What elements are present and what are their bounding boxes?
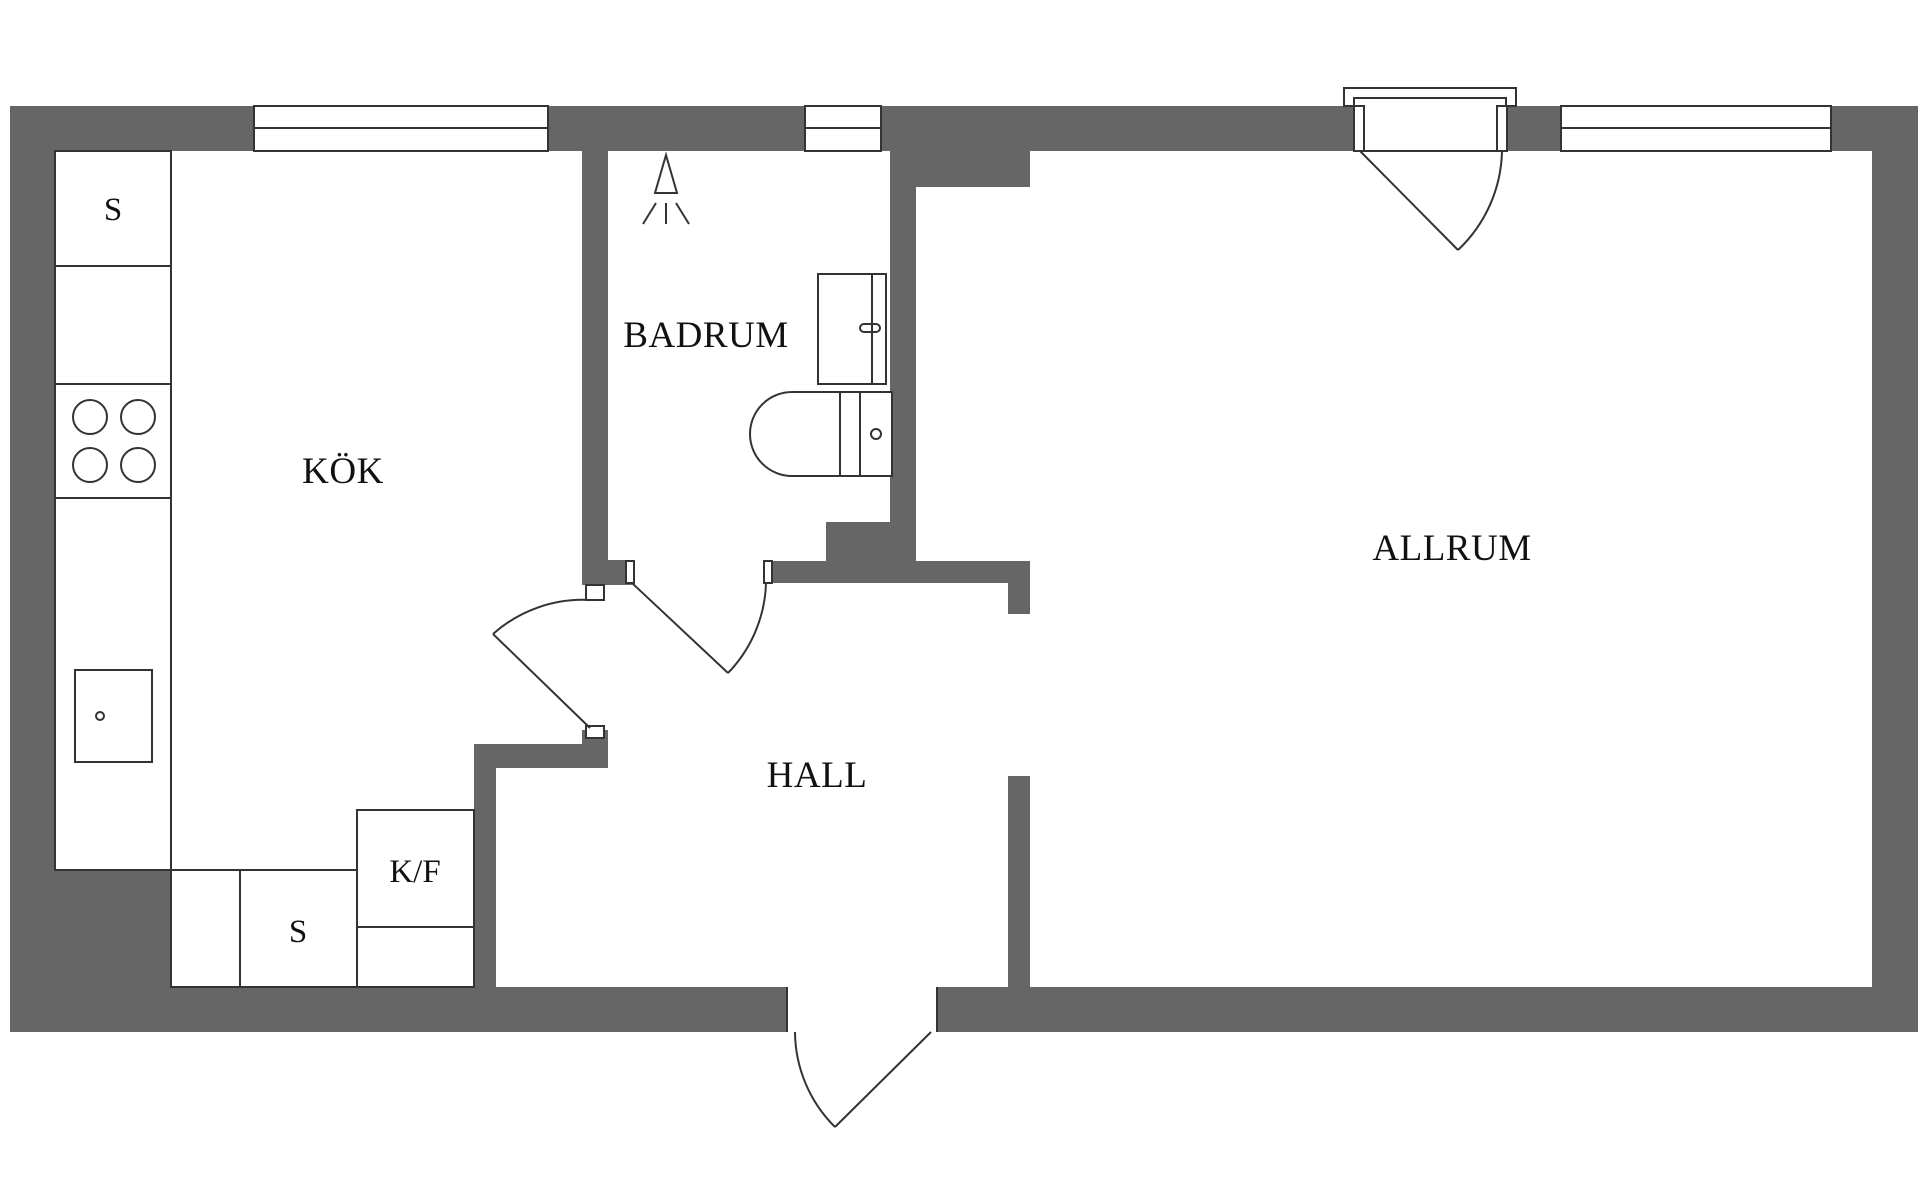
labels: KÖK BADRUM ALLRUM HALL S S K/F	[104, 192, 1531, 950]
bathroom-fixtures	[642, 151, 893, 477]
room-label-hall: HALL	[767, 755, 868, 796]
wall-kitchen-bath	[582, 151, 608, 585]
door-bathroom	[625, 560, 773, 674]
room-label-kitchen: KÖK	[302, 451, 384, 492]
outer-wall-right	[1872, 106, 1918, 1032]
stove-icon	[72, 399, 156, 483]
window-living	[1560, 105, 1832, 152]
kitchen-sink-icon	[74, 669, 153, 763]
wall-kitchen-bath-stub	[582, 560, 632, 585]
window-kitchen	[253, 105, 549, 152]
fixture-label-cabinet-bottom: S	[289, 914, 307, 950]
toilet-icon	[749, 391, 893, 477]
wall-top-block	[890, 151, 1030, 187]
wall-kitchen-hall-horizontal	[474, 744, 608, 768]
wall-hall-living-upper	[1008, 561, 1030, 614]
door-entry	[794, 1031, 932, 1128]
doors	[492, 105, 1508, 1128]
washbasin-icon	[817, 273, 887, 385]
wall-hall-living-lower	[1008, 776, 1030, 987]
outer-wall-bottom	[10, 987, 1918, 1032]
wall-kitchen-hall-vertical	[474, 744, 496, 987]
outer-wall-left	[10, 106, 55, 1032]
walls	[10, 106, 1918, 1033]
wall-bath-block	[826, 522, 916, 561]
balcony-door-frame	[1343, 87, 1517, 152]
windows	[253, 87, 1832, 152]
window-bathroom	[804, 105, 882, 152]
room-label-living: ALLRUM	[1372, 528, 1531, 569]
shower-icon	[642, 151, 690, 225]
fixture-label-cabinet-top: S	[104, 192, 122, 228]
corner-block-bottom-left	[55, 870, 171, 987]
room-label-bathroom: BADRUM	[623, 315, 788, 356]
fridge-freezer	[356, 809, 475, 928]
door-balcony	[1353, 105, 1508, 251]
fixture-label-fridge-freezer: K/F	[389, 854, 440, 890]
door-kitchen	[492, 584, 605, 739]
wall-bath-living	[890, 151, 916, 561]
entry-opening	[787, 986, 937, 1033]
wall-bath-hall-right	[916, 561, 1030, 583]
kitchen-fixtures	[54, 150, 475, 988]
